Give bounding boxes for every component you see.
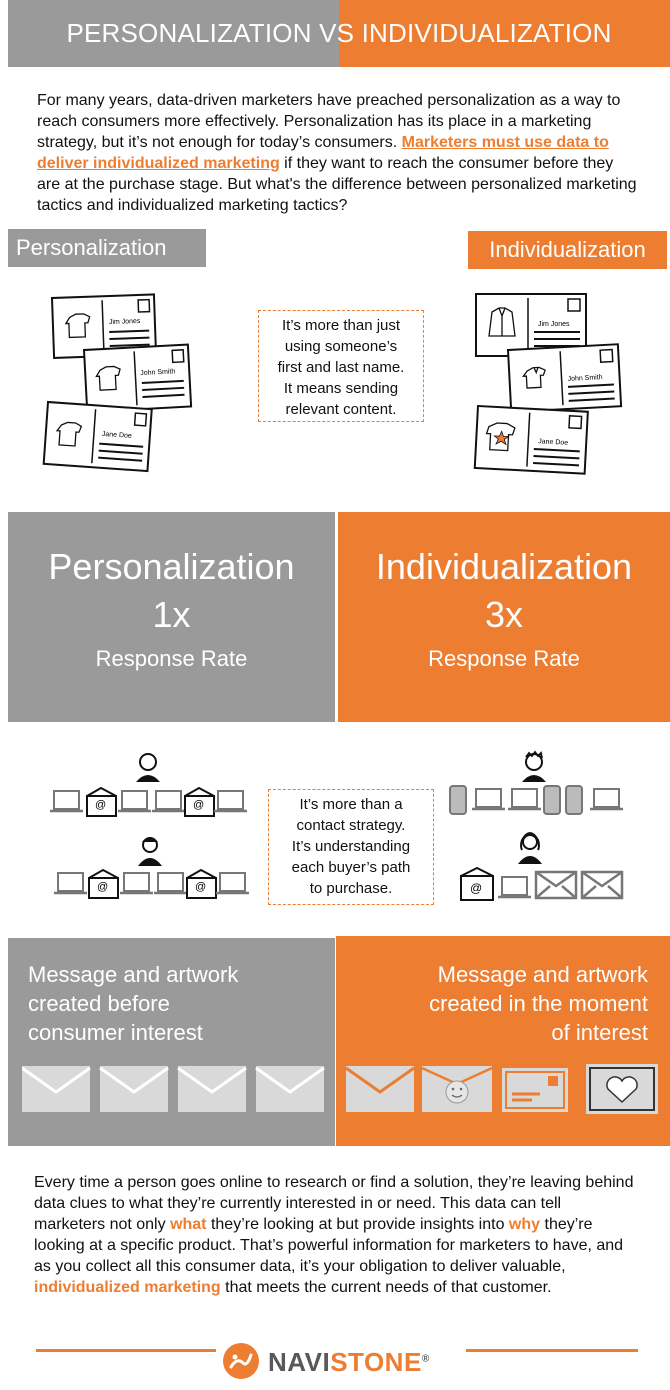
logo-area: NAVISTONE® (216, 1338, 466, 1384)
star-tshirt-icon (485, 422, 516, 452)
svg-text:@: @ (470, 881, 482, 895)
letter-card-icon (502, 1068, 568, 1112)
phone-icon (565, 785, 583, 815)
response-multiplier: 3x (484, 594, 524, 635)
smiley-envelope-icon (421, 1066, 493, 1112)
postcard-name: Jane Doe (102, 431, 132, 440)
postcard-john-smith: John Smith (506, 343, 623, 413)
device-row: @ @ (54, 868, 249, 899)
response-label: Response Rate (428, 646, 580, 671)
envelope-icon (99, 1066, 169, 1112)
postcard-name: Jane Doe (538, 438, 568, 447)
response-title: Personalization (48, 546, 295, 587)
postcard-name: Jim Jones (109, 318, 141, 326)
contact-strategy-personalization: @ @ @ @ (50, 753, 249, 899)
personalization-response-panel: Personalization 1x Response Rate (8, 512, 335, 722)
contact-callout: It’s more than a contact strategy. It’s … (268, 789, 434, 905)
closing-paragraph: Every time a person goes online to resea… (34, 1174, 634, 1296)
individualization-postcards: Jim Jones John Smith Jane Doe (473, 293, 623, 475)
individualization-response-panel: Individualization 3x Response Rate (338, 512, 670, 722)
message-moment-panel: Message and artwork created in the momen… (336, 936, 670, 1146)
generic-envelopes (22, 1066, 325, 1112)
custom-envelopes (346, 1064, 658, 1114)
female-user-icon (138, 837, 162, 866)
device-row: @ @ (50, 786, 247, 817)
svg-text:@: @ (95, 799, 106, 811)
envelope-icon (177, 1066, 247, 1112)
male-user-icon (136, 753, 160, 782)
message-before-panel: Message and artwork created before consu… (8, 938, 335, 1146)
message-moment-text: Message and artwork created in the momen… (429, 962, 648, 1045)
page-title: PERSONALIZATION VS INDIVIDUALIZATION (66, 18, 612, 48)
name-callout: It’s more than just using someone’s firs… (258, 310, 424, 422)
response-multiplier: 1x (152, 594, 191, 635)
response-label: Response Rate (95, 646, 248, 671)
personalization-postcards: Jim Jones John Smith Jane Doe (42, 293, 193, 473)
female-user-icon (518, 832, 542, 864)
heart-envelope-icon (586, 1064, 658, 1114)
postcard-name: Jim Jones (538, 321, 570, 328)
contact-strategy-individualization: @ (449, 750, 624, 901)
phone-icon (449, 785, 467, 815)
envelope-icon (346, 1066, 415, 1112)
individualization-label: Individualization (468, 231, 667, 269)
polo-shirt-icon (522, 366, 546, 389)
device-row (449, 785, 623, 815)
postcard-jane-doe: Jane Doe (42, 400, 153, 473)
response-title: Individualization (375, 546, 633, 587)
personalization-label: Personalization (8, 229, 206, 267)
dress-shirt-icon (488, 307, 516, 337)
individualized-marketing-link[interactable]: Marketers must use data to deliver indiv… (37, 134, 609, 172)
title-banner: PERSONALIZATION VS INDIVIDUALIZATION (8, 0, 670, 67)
postcard-name: John Smith (140, 368, 175, 377)
svg-text:@: @ (97, 881, 108, 893)
postcard-jim-jones: Jim Jones (475, 293, 587, 357)
postcard-name: John Smith (567, 374, 602, 383)
postcard-jane-doe: Jane Doe (473, 404, 589, 475)
svg-text:@: @ (193, 799, 204, 811)
navistone-logo: NAVISTONE® (268, 1347, 430, 1377)
male-user-icon (522, 750, 546, 782)
phone-icon (543, 785, 561, 815)
svg-text:@: @ (195, 881, 206, 893)
intro-paragraph: For many years, data-driven marketers ha… (37, 92, 637, 214)
navistone-logo-icon (223, 1343, 259, 1379)
envelope-icon (255, 1066, 325, 1112)
message-before-text: Message and artwork created before consu… (28, 962, 239, 1045)
envelope-icon (22, 1066, 91, 1112)
postcard-jim-jones: Jim Jones (50, 293, 158, 359)
device-row: @ (460, 866, 624, 901)
postcard-john-smith: John Smith (82, 343, 193, 413)
